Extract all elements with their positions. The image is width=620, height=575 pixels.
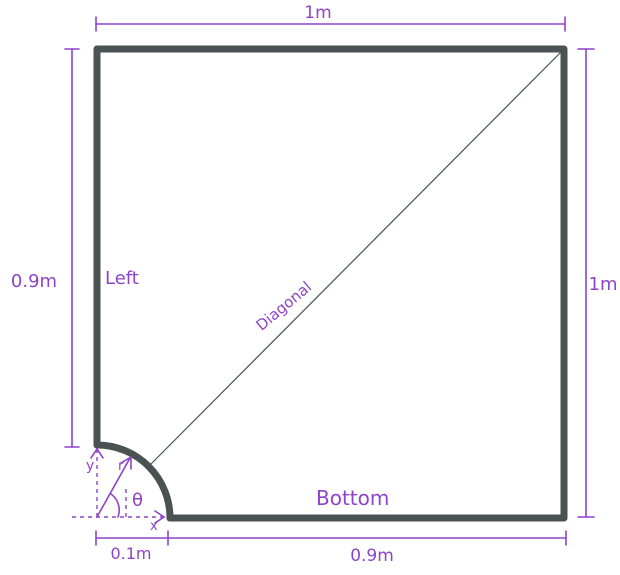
top-width-label: 1m — [304, 3, 331, 23]
left-wall-label: Left — [105, 268, 139, 289]
radius-vector: r θ — [96, 455, 143, 518]
corner-offset-dimension: 0.1m — [95, 530, 169, 563]
right-height-label: 1m — [589, 274, 618, 295]
y-axis-label: y — [86, 458, 94, 474]
diagonal-label: Diagonal — [253, 278, 316, 335]
bottom-length-label: 0.9m — [350, 546, 394, 566]
diagonal-line — [148, 50, 563, 467]
angle-label: θ — [132, 490, 143, 511]
local-axes: y x — [72, 447, 166, 534]
quarter-circle-arc — [93, 441, 174, 522]
left-dimension: 0.9m — [11, 48, 80, 448]
top-dimension: 1m — [95, 3, 566, 32]
corner-offset-label: 0.1m — [110, 544, 151, 563]
x-axis-label: x — [150, 519, 158, 534]
left-height-label: 0.9m — [11, 271, 57, 292]
bottom-dimension: 0.9m — [167, 530, 567, 566]
bottom-wall-label: Bottom — [316, 486, 389, 510]
domain-boundary — [93, 45, 568, 522]
radius-label: r — [118, 459, 124, 474]
right-dimension: 1m — [577, 48, 618, 518]
